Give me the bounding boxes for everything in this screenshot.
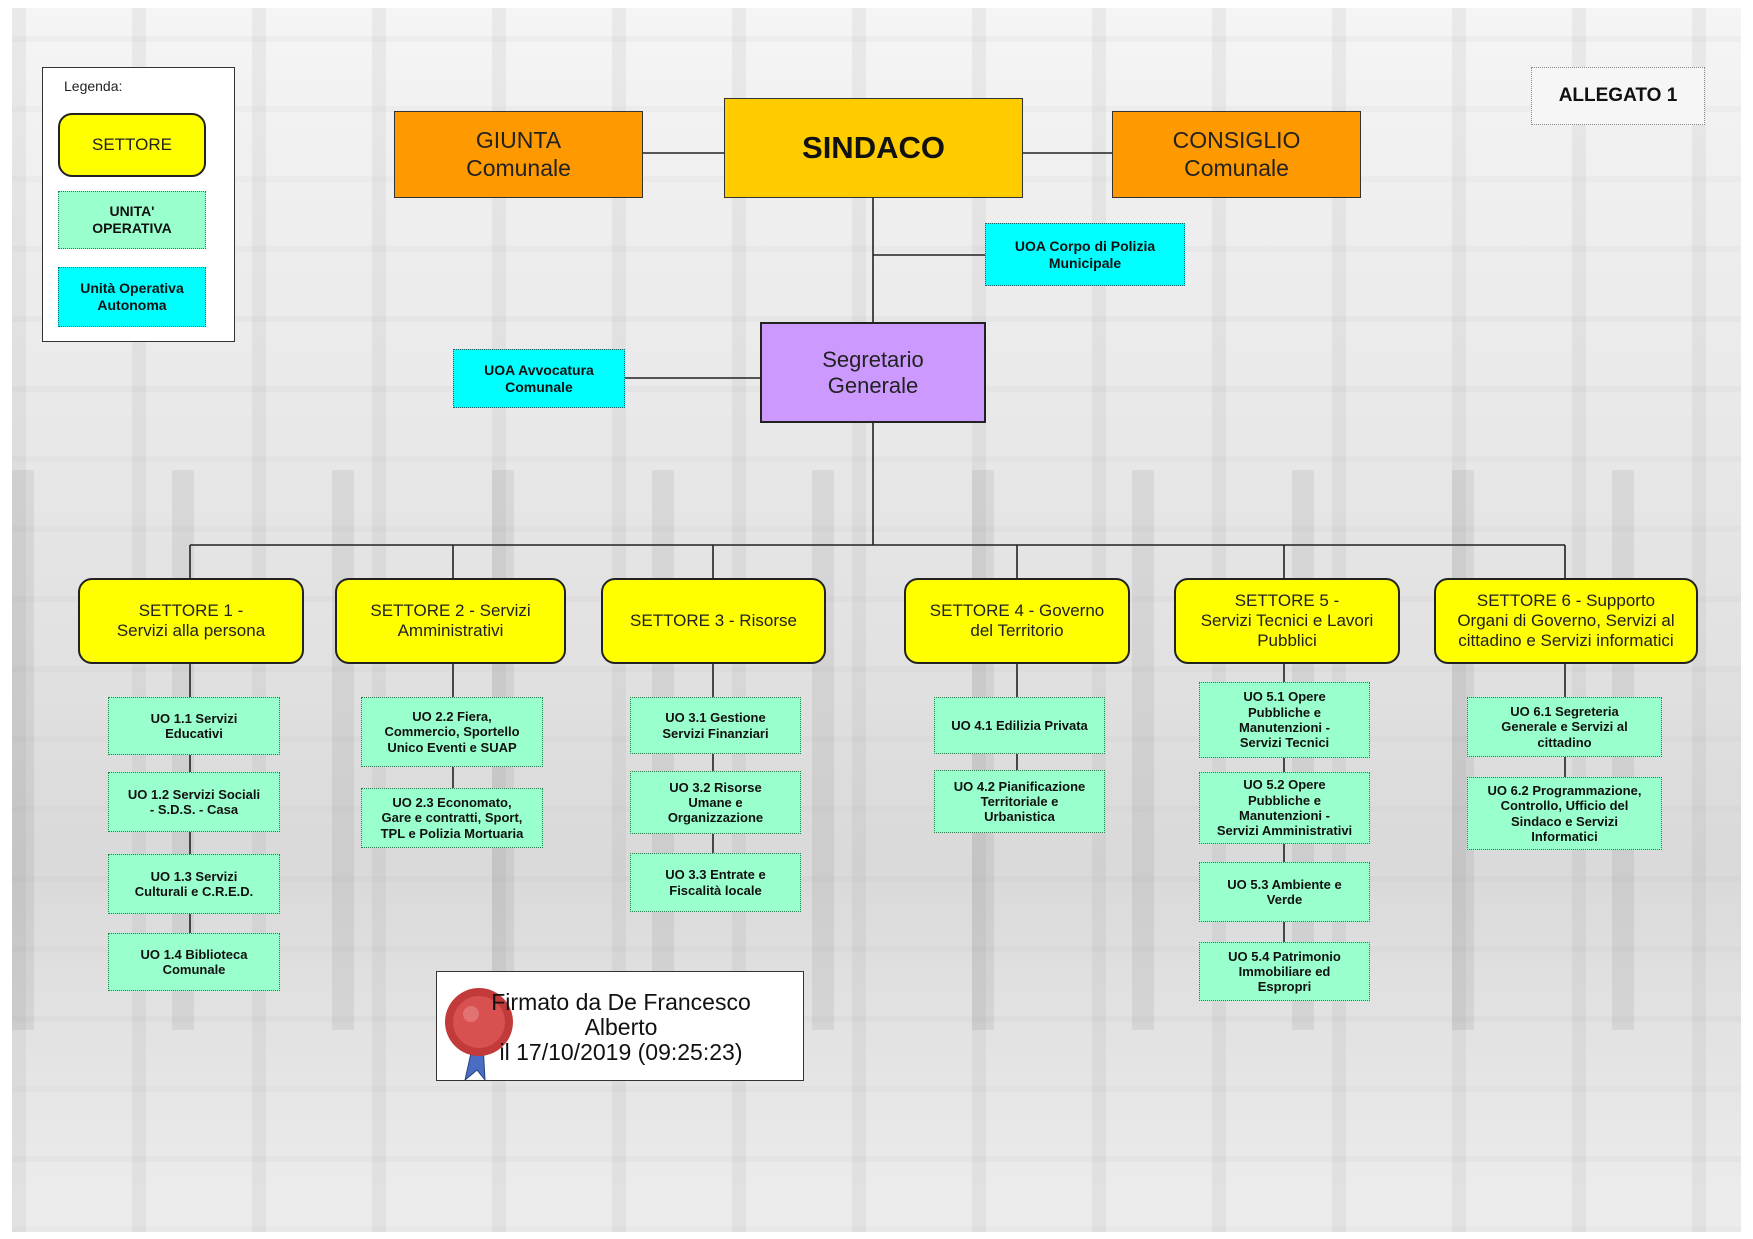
legend-unita-operativa: UNITA' OPERATIVA [58,191,206,249]
background-building [12,470,1741,1030]
uo-6-2-box: UO 6.2 Programmazione, Controllo, Uffici… [1467,777,1662,850]
legend-title: Legenda: [64,78,123,94]
legend: Legenda: SETTORE UNITA' OPERATIVA Unità … [42,67,235,342]
uo-5-1-box: UO 5.1 Opere Pubbliche e Manutenzioni - … [1199,682,1370,758]
consiglio-comunale-box: CONSIGLIO Comunale [1112,111,1361,198]
uo-5-4-box: UO 5.4 Patrimonio Immobiliare ed Espropr… [1199,942,1370,1001]
uo-1-4-box: UO 1.4 Biblioteca Comunale [108,933,280,991]
uo-2-3-box: UO 2.3 Economato, Gare e contratti, Spor… [361,788,543,848]
uo-1-3-box: UO 1.3 Servizi Culturali e C.R.E.D. [108,854,280,914]
sindaco-box: SINDACO [724,98,1023,198]
settore-2-box: SETTORE 2 - Servizi Amministrativi [335,578,566,664]
uo-4-1-box: UO 4.1 Edilizia Privata [934,697,1105,754]
settore-6-box: SETTORE 6 - Supporto Organi di Governo, … [1434,578,1698,664]
digital-signature-box: Firmato da De Francesco Alberto il 17/10… [436,971,804,1082]
uo-1-2-box: UO 1.2 Servizi Sociali - S.D.S. - Casa [108,772,280,832]
settore-1-box: SETTORE 1 - Servizi alla persona [78,578,304,664]
legend-unita-autonoma: Unità Operativa Autonoma [58,267,206,327]
settore-5-box: SETTORE 5 - Servizi Tecnici e Lavori Pub… [1174,578,1400,664]
uo-5-2-box: UO 5.2 Opere Pubbliche e Manutenzioni - … [1199,772,1370,844]
uo-5-3-box: UO 5.3 Ambiente e Verde [1199,862,1370,922]
giunta-comunale-box: GIUNTA Comunale [394,111,643,198]
settore-3-box: SETTORE 3 - Risorse [601,578,826,664]
wax-seal-icon [445,988,513,1082]
uoa-polizia-municipale-box: UOA Corpo di Polizia Municipale [985,223,1185,286]
segretario-generale-box: Segretario Generale [760,322,986,423]
uo-1-1-box: UO 1.1 Servizi Educativi [108,697,280,755]
uo-6-1-box: UO 6.1 Segreteria Generale e Servizi al … [1467,697,1662,757]
signature-text: Firmato da De Francesco Alberto il 17/10… [491,989,751,1065]
allegato-label: ALLEGATO 1 [1531,67,1705,125]
uo-2-2-box: UO 2.2 Fiera, Commercio, Sportello Unico… [361,697,543,767]
uo-4-2-box: UO 4.2 Pianificazione Territoriale e Urb… [934,770,1105,833]
legend-settore: SETTORE [58,113,206,177]
settore-4-box: SETTORE 4 - Governo del Territorio [904,578,1130,664]
uo-3-3-box: UO 3.3 Entrate e Fiscalità locale [630,853,801,912]
uo-3-1-box: UO 3.1 Gestione Servizi Finanziari [630,697,801,754]
uoa-avvocatura-comunale-box: UOA Avvocatura Comunale [453,349,625,408]
uo-3-2-box: UO 3.2 Risorse Umane e Organizzazione [630,771,801,834]
